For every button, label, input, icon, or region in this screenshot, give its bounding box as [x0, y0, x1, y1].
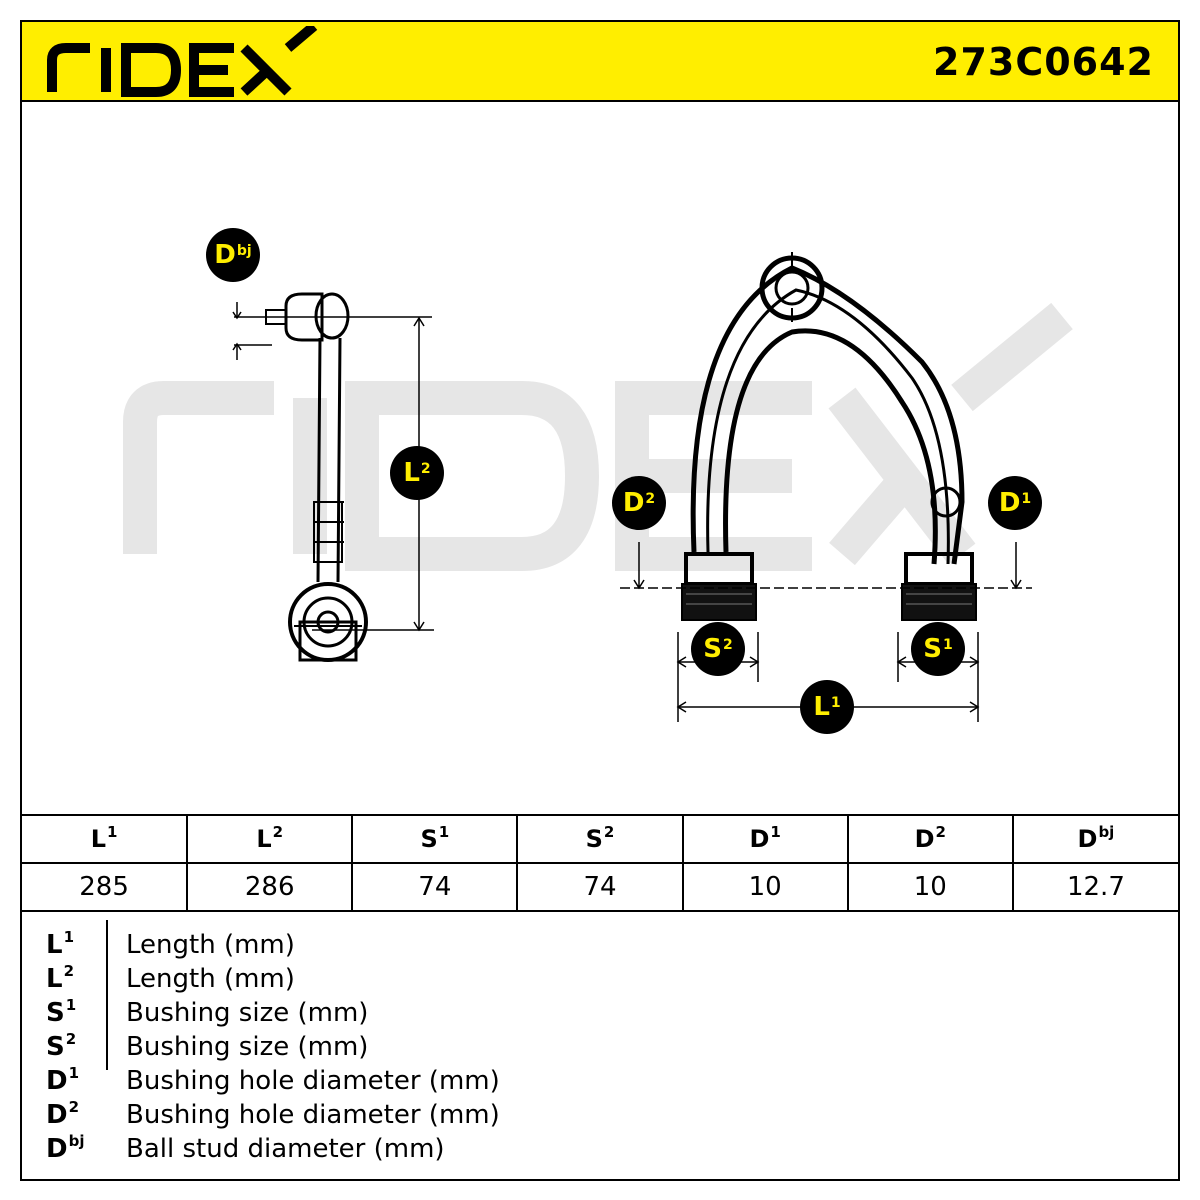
legend-description: Length (mm): [126, 930, 295, 960]
header-cell-s2: S2: [516, 814, 684, 864]
value-cell-d1: 10: [681, 862, 849, 912]
legend-item: D2 Bushing hole diameter (mm): [22, 1098, 1178, 1134]
spec-table: L1 L2 S1 S2 D1 D2 Dbj 285 286 74 74 10 1…: [22, 814, 1178, 912]
spec-sheet: 273C0642: [20, 20, 1180, 1181]
legend-item: L2 Length (mm): [22, 962, 1178, 998]
legend-symbol: L2: [46, 962, 75, 994]
top-view: [620, 252, 1032, 722]
header-cell-l2: L2: [186, 814, 354, 864]
legend-description: Ball stud diameter (mm): [126, 1134, 445, 1164]
legend-item: S1 Bushing size (mm): [22, 996, 1178, 1032]
header-cell-dbj: Dbj: [1011, 814, 1178, 864]
value-cell-s2: 74: [516, 862, 684, 912]
legend-item: Dbj Ball stud diameter (mm): [22, 1132, 1178, 1168]
legend-description: Bushing hole diameter (mm): [126, 1100, 500, 1130]
legend-symbol: S1: [46, 996, 77, 1028]
spec-table-value-row: 285 286 74 74 10 10 12.7: [22, 862, 1178, 912]
value-cell-l2: 286: [186, 862, 354, 912]
legend-item: D1 Bushing hole diameter (mm): [22, 1064, 1178, 1100]
legend-divider: [106, 920, 108, 1070]
legend-symbol: Dbj: [46, 1132, 85, 1164]
spec-table-header-row: L1 L2 S1 S2 D1 D2 Dbj: [22, 814, 1178, 864]
value-cell-d2: 10: [846, 862, 1014, 912]
legend-description: Length (mm): [126, 964, 295, 994]
value-cell-s1: 74: [351, 862, 519, 912]
legend-item: L1 Length (mm): [22, 928, 1178, 964]
value-cell-dbj: 12.7: [1011, 862, 1178, 912]
brand-logo: [47, 26, 318, 97]
legend-description: Bushing hole diameter (mm): [126, 1066, 500, 1096]
header-cell-d2: D2: [846, 814, 1014, 864]
legend-symbol: D1: [46, 1064, 80, 1096]
header-cell-d1: D1: [681, 814, 849, 864]
value-cell-l1: 285: [22, 862, 189, 912]
legend-description: Bushing size (mm): [126, 998, 369, 1028]
legend-symbol: L1: [46, 928, 75, 960]
legend-symbol: S2: [46, 1030, 77, 1062]
side-view: [232, 292, 434, 662]
legend-description: Bushing size (mm): [126, 1032, 369, 1062]
legend-symbol: D2: [46, 1098, 80, 1130]
header-cell-l1: L1: [22, 814, 189, 864]
part-number: 273C0642: [933, 40, 1154, 84]
header-bar: 273C0642: [22, 22, 1178, 102]
header-cell-s1: S1: [351, 814, 519, 864]
legend: L1 Length (mm) L2 Length (mm) S1 Bushing…: [22, 914, 1178, 1179]
legend-item: S2 Bushing size (mm): [22, 1030, 1178, 1066]
watermark-logo: [123, 302, 1073, 571]
drawing-canvas: [123, 252, 1073, 722]
